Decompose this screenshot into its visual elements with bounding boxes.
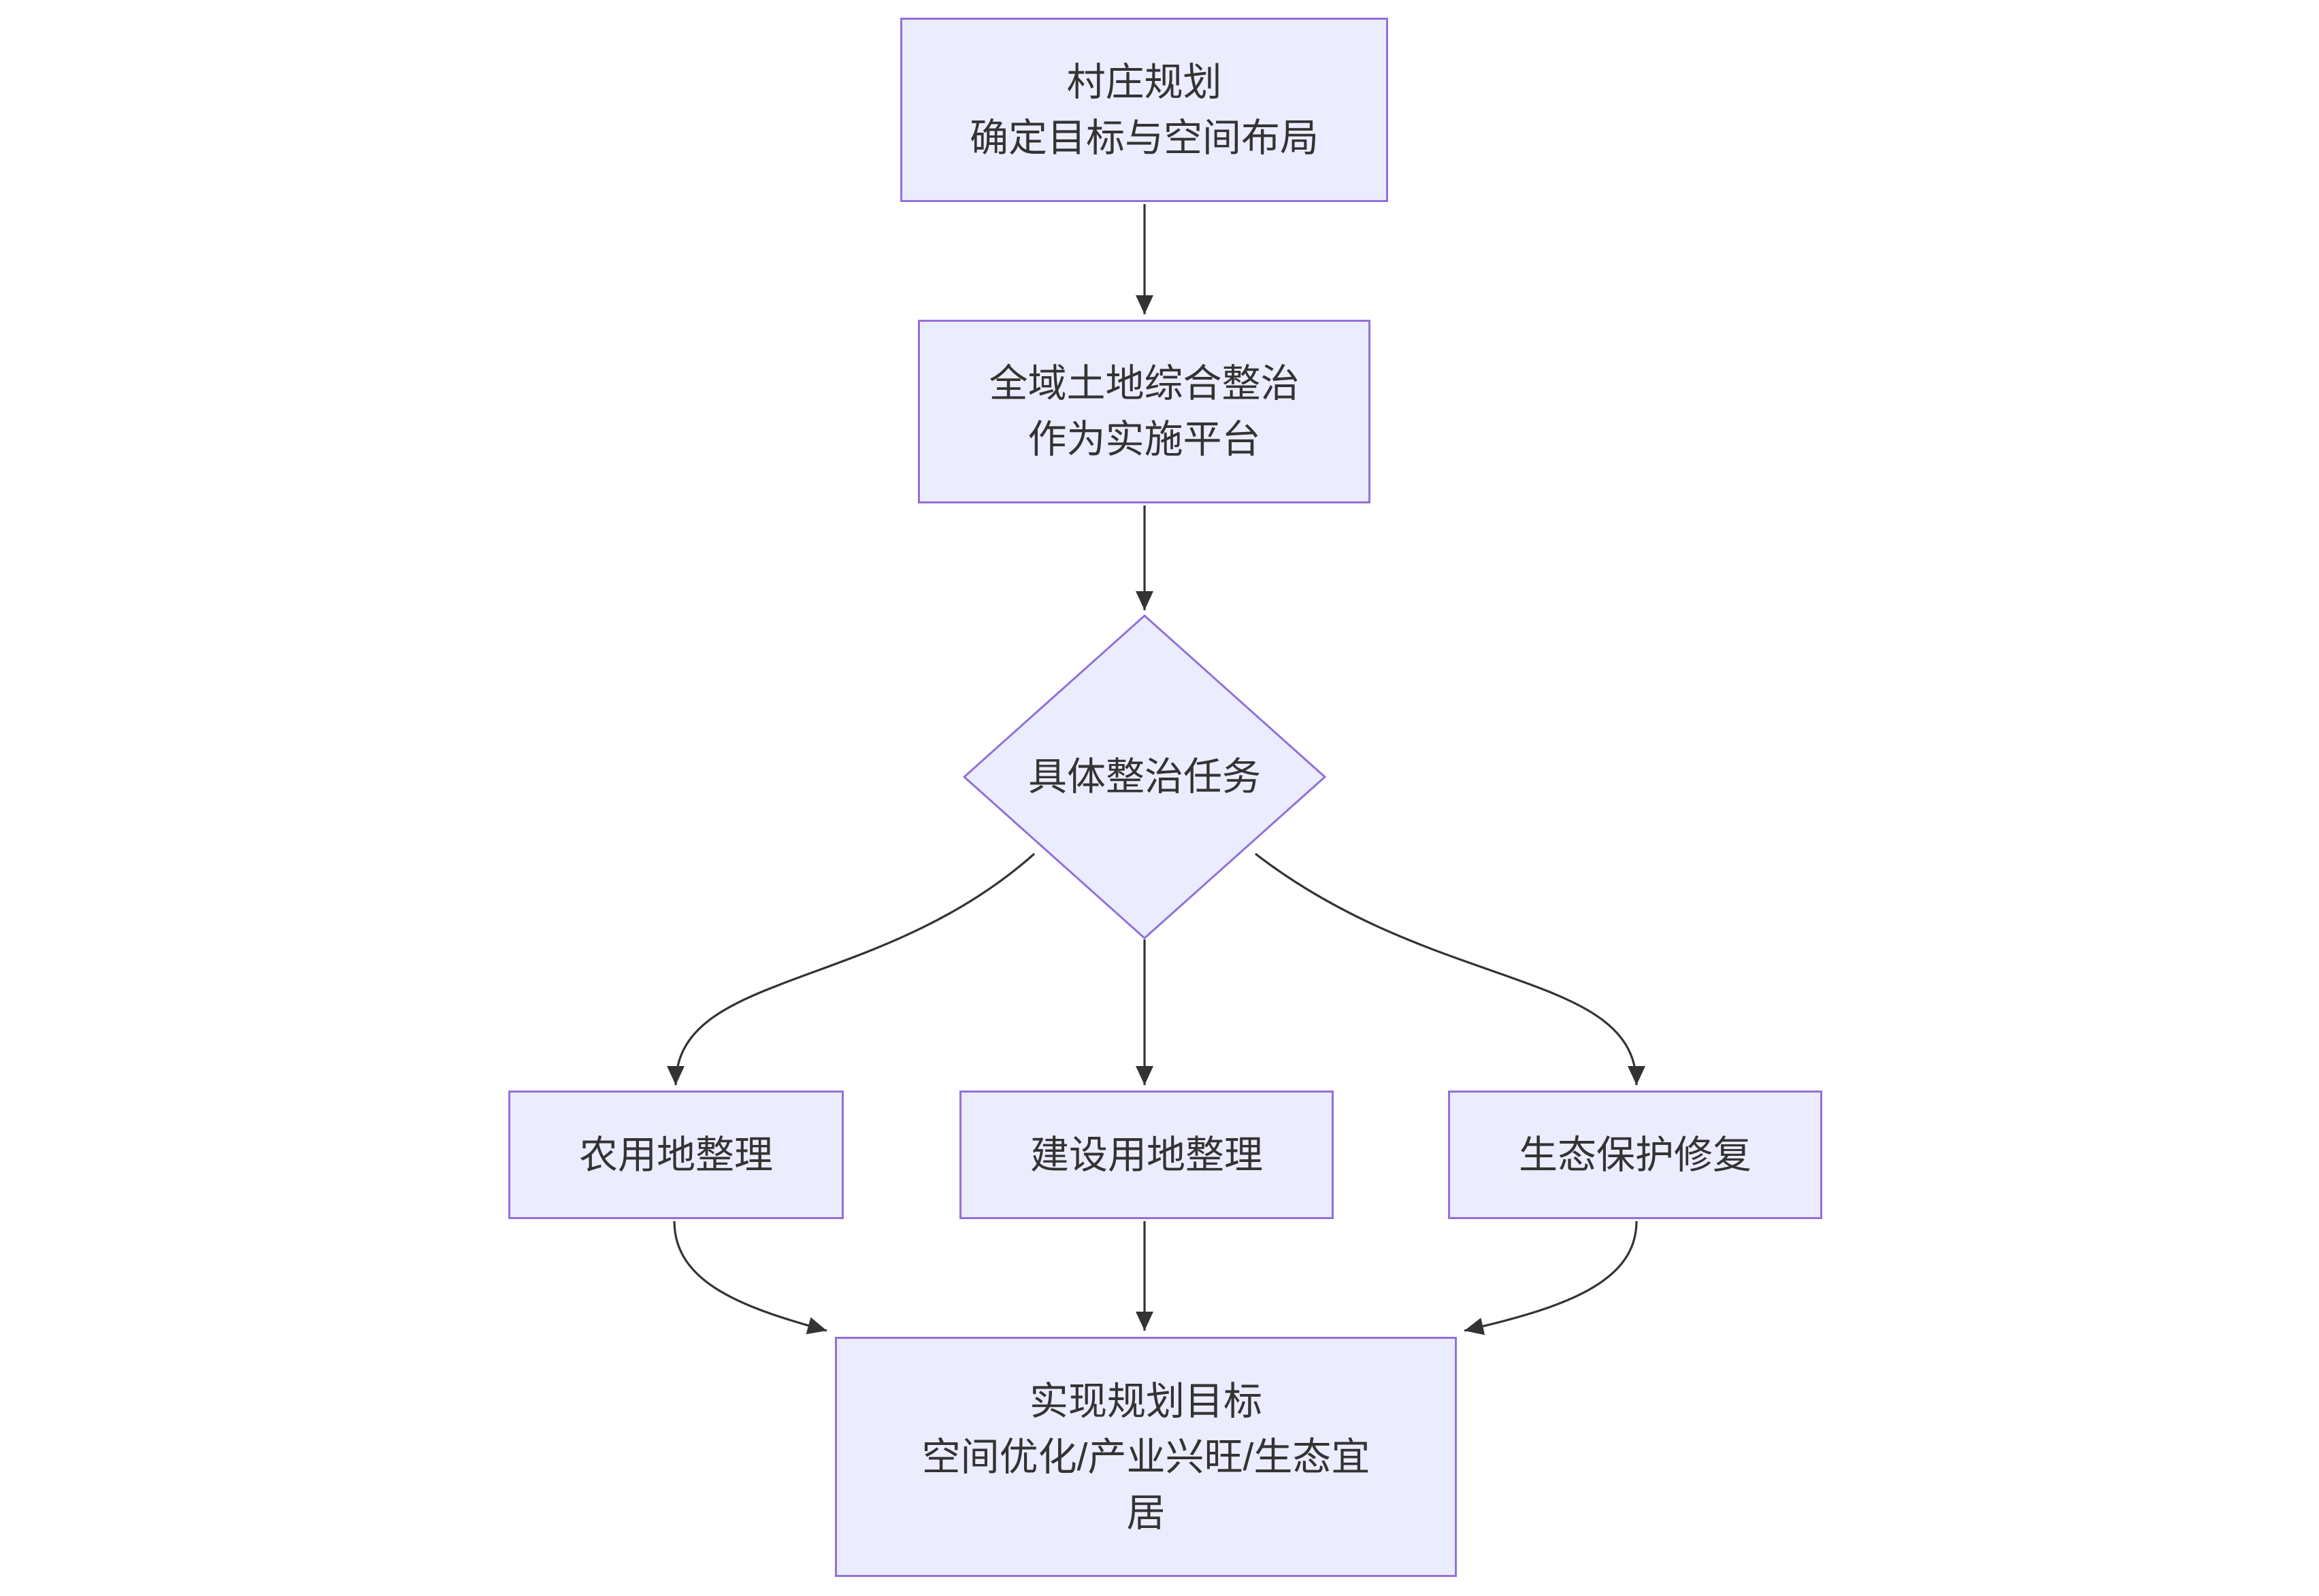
node-village-plan-line1: 村庄规划 [1066,60,1222,104]
node-goal-line3: 居 [1126,1491,1166,1535]
edge-ecology-goal [1464,1220,1638,1335]
node-construction: 建设用地整理 [959,1091,1334,1219]
node-goal-line2: 空间优化/产业兴旺/生态宜 [921,1435,1370,1479]
node-ecology-label: 生态保护修复 [1519,1133,1751,1177]
node-platform-line1: 全域土地综合整治 [989,362,1300,405]
node-village-plan-line2: 确定目标与空间布局 [970,116,1319,160]
node-farmland: 农用地整理 [508,1091,844,1219]
node-platform: 全域土地综合整治 作为实施平台 [918,320,1370,503]
node-goal-line1: 实现规划目标 [1030,1379,1262,1423]
node-platform-line2: 作为实施平台 [1027,418,1261,461]
node-farmland-label: 农用地整理 [579,1133,773,1177]
edge-farmland-goal [673,1220,827,1335]
node-decision-label: 具体整治任务 [1028,755,1261,799]
decision-diamond-shape [962,614,1327,940]
edge-decision-ecology [1255,852,1645,1086]
node-goal: 实现规划目标 空间优化/产业兴旺/生态宜 居 [835,1337,1457,1577]
node-village-plan: 村庄规划 确定目标与空间布局 [900,18,1388,202]
edge-decision-farmland [667,852,1036,1086]
node-ecology: 生态保护修复 [1448,1091,1822,1219]
node-construction-label: 建设用地整理 [1030,1133,1263,1177]
